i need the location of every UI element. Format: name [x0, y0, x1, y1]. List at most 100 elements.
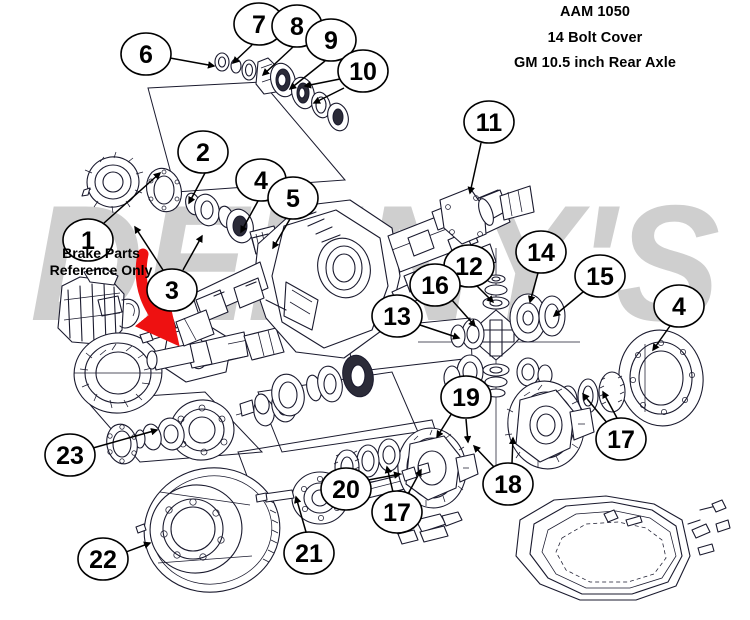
callout-balloon[interactable]: [440, 375, 492, 419]
callout-11[interactable]: 11: [463, 100, 515, 144]
part-carrier-bearings-left: [333, 438, 431, 485]
callout-label: 20: [332, 476, 360, 504]
callout-5[interactable]: 5: [267, 176, 319, 220]
callout-leader-3-1: [182, 234, 203, 271]
callout-leader-19-1: [463, 418, 472, 444]
callout-leader-8-0: [261, 46, 294, 77]
callout-balloon[interactable]: [267, 176, 319, 220]
part-differential-carrier-right: [504, 380, 595, 470]
part-differential-cover: [515, 495, 731, 601]
callout-balloon[interactable]: [44, 433, 96, 477]
callout-label: 5: [286, 185, 300, 213]
callout-6[interactable]: 6: [120, 32, 172, 76]
callout-19[interactable]: 19: [440, 375, 492, 419]
callout-balloon[interactable]: [146, 268, 198, 312]
callout-balloon[interactable]: [337, 49, 389, 93]
callout-3[interactable]: 3: [146, 268, 198, 312]
callout-20[interactable]: 20: [320, 467, 372, 511]
callout-2[interactable]: 2: [177, 130, 229, 174]
callout-17[interactable]: 17: [595, 417, 647, 461]
callout-leader-4-0: [652, 325, 671, 352]
callout-18[interactable]: 18: [482, 462, 534, 506]
part-brake-rotor: [135, 467, 281, 593]
callout-balloon[interactable]: [482, 462, 534, 506]
callout-leader-18-0: [472, 444, 495, 468]
callout-7[interactable]: 7: [233, 2, 285, 46]
callout-leader-5-0: [272, 218, 291, 250]
callout-balloon[interactable]: [371, 490, 423, 534]
callout-balloon[interactable]: [120, 32, 172, 76]
group-bracket-pinion: [147, 81, 347, 193]
callout-label: 6: [139, 41, 153, 69]
callout-balloon[interactable]: [574, 254, 626, 298]
callout-balloon[interactable]: [62, 218, 114, 262]
callout-label: 9: [324, 27, 338, 55]
callout-label: 22: [89, 546, 117, 574]
callout-leader-17-0: [384, 465, 394, 493]
callout-label: 13: [383, 303, 411, 331]
callout-17[interactable]: 17: [371, 490, 423, 534]
callout-balloon[interactable]: [305, 18, 357, 62]
callout-leader-4-0: [240, 200, 259, 234]
callout-balloon[interactable]: [595, 417, 647, 461]
callout-16[interactable]: 16: [409, 263, 461, 307]
callout-label: 2: [196, 139, 210, 167]
callout-leader-21-0: [294, 495, 307, 533]
note-line-2: Reference Only: [49, 262, 153, 278]
part-backing-plate-bearing: [73, 329, 187, 414]
callout-leader-19-0: [436, 412, 453, 439]
part-spider-gear-cluster: [418, 248, 580, 478]
title-line-part-number: AAM 1050: [559, 4, 631, 20]
part-seal-rings-left: [81, 151, 254, 244]
callout-balloon[interactable]: [177, 130, 229, 174]
callout-leader-7-0: [231, 44, 253, 65]
callout-1[interactable]: 1: [62, 218, 114, 262]
callout-4[interactable]: 4: [653, 284, 705, 328]
callout-label: 8: [290, 13, 304, 41]
callout-leader-6-0: [169, 57, 216, 69]
callout-leader-22-0: [125, 541, 152, 553]
callout-leader-10-1: [312, 87, 345, 104]
title-line-axle: GM 10.5 inch Rear Axle: [513, 55, 677, 71]
callout-23[interactable]: 23: [44, 433, 96, 477]
callout-22[interactable]: 22: [77, 537, 129, 581]
callout-13[interactable]: 13: [371, 294, 423, 338]
callout-leader-2-0: [188, 172, 206, 205]
callout-label: 15: [586, 263, 614, 291]
callout-label: 17: [607, 426, 635, 454]
callout-leader-10-0: [303, 78, 341, 89]
callout-label: 14: [527, 239, 555, 267]
callout-label: 10: [349, 58, 377, 86]
callout-balloon[interactable]: [77, 537, 129, 581]
callout-balloon[interactable]: [515, 230, 567, 274]
callout-label: 19: [452, 384, 480, 412]
callout-21[interactable]: 21: [283, 531, 335, 575]
callout-leader-17-1: [602, 390, 618, 419]
callout-leader-16-0: [450, 298, 476, 328]
callout-leader-3-0: [134, 225, 164, 271]
title-block: AAM 1050 14 Bolt Cover GM 10.5 inch Rear…: [440, 0, 750, 71]
callout-leader-18-1: [509, 436, 517, 464]
callout-balloon[interactable]: [371, 294, 423, 338]
part-axle-tube-right-end: [439, 185, 535, 245]
callout-balloon[interactable]: [409, 263, 461, 307]
callout-balloon[interactable]: [463, 100, 515, 144]
callout-14[interactable]: 14: [515, 230, 567, 274]
callout-10[interactable]: 10: [337, 49, 389, 93]
callout-leader-14-0: [527, 272, 539, 304]
callout-15[interactable]: 15: [574, 254, 626, 298]
brake-parts-note: Brake Parts Reference Only: [26, 245, 176, 279]
callout-leader-15-0: [552, 291, 584, 317]
callout-leader-13-0: [419, 324, 461, 340]
part-seal-set-center: [239, 354, 374, 417]
callout-label: 4: [254, 167, 268, 195]
callout-balloon[interactable]: [653, 284, 705, 328]
callout-leader-9-0: [288, 60, 326, 90]
callout-9[interactable]: 9: [305, 18, 357, 62]
callout-balloon[interactable]: [320, 467, 372, 511]
callout-balloon[interactable]: [283, 531, 335, 575]
